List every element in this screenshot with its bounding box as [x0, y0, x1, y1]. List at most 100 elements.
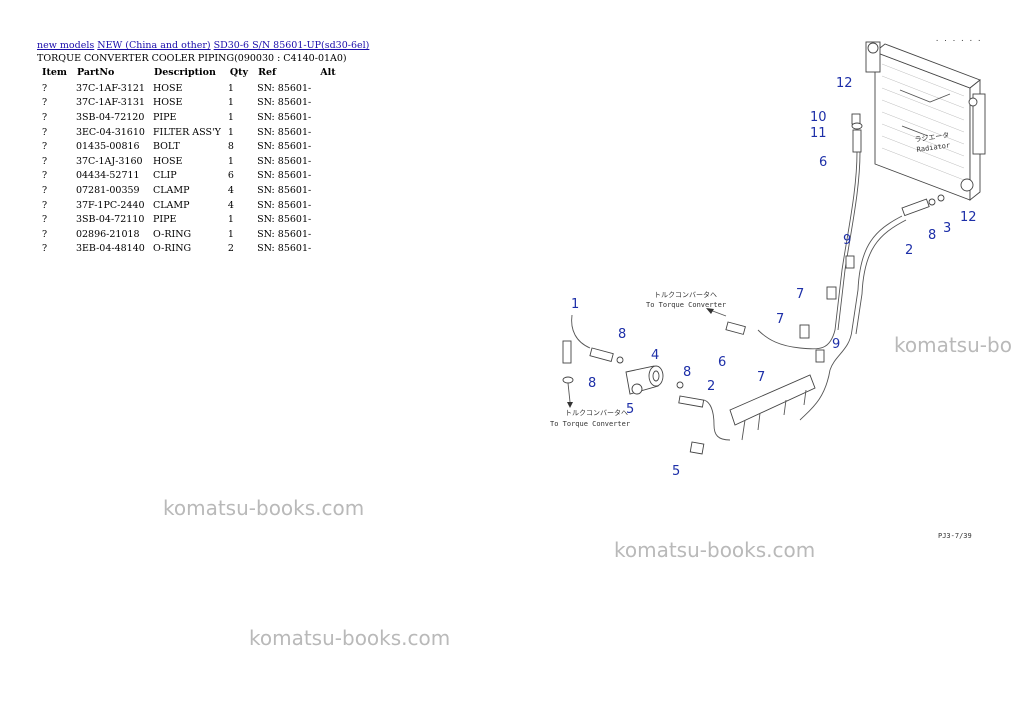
cell-partno: 3EB-04-48140	[75, 243, 145, 255]
header-item: Item	[42, 67, 67, 78]
cell-description: HOSE	[152, 97, 183, 109]
cell-description: O-RING	[152, 228, 192, 240]
pipe-2-fitting	[901, 198, 930, 217]
cell-item: ?	[42, 82, 48, 94]
cell-description: HOSE	[152, 155, 183, 167]
callout-12: 12	[836, 76, 853, 91]
cell-item: ?	[42, 141, 48, 153]
cell-description: PIPE	[152, 214, 177, 226]
header-alt: Alt	[320, 67, 336, 78]
cell-alt	[315, 242, 340, 257]
callout-7: 7	[757, 370, 765, 385]
callout-6: 6	[718, 355, 726, 370]
callout-8: 8	[588, 376, 596, 391]
clamp-7-mid	[799, 324, 810, 339]
callout-9: 9	[832, 337, 840, 352]
cell-alt	[315, 227, 340, 242]
cell-alt	[315, 81, 340, 96]
cell-ref: SN: 85601-	[257, 126, 312, 138]
cell-qty: 6	[227, 170, 234, 182]
breadcrumb-link-model[interactable]: SD30-6 S/N 85601-UP(sd30-6el)	[213, 40, 370, 51]
callout-7: 7	[776, 312, 784, 327]
callout-1: 1	[571, 297, 579, 312]
torque-converter-label-en-upper: To Torque Converter	[646, 301, 726, 309]
cell-description: PIPE	[152, 111, 177, 123]
cell-partno: 37C-1AJ-3160	[75, 155, 143, 167]
cell-qty: 4	[227, 199, 234, 211]
header-description: Description	[153, 67, 216, 78]
cell-alt	[315, 198, 340, 213]
clamp-7-upper	[826, 286, 837, 300]
cell-item: ?	[42, 199, 48, 211]
cell-ref: SN: 85601-	[257, 184, 312, 196]
breadcrumb-link-new-china[interactable]: NEW (China and other)	[97, 40, 211, 51]
cell-qty: 1	[227, 126, 234, 138]
cell-alt	[315, 154, 340, 169]
callout-12: 12	[960, 210, 977, 225]
callout-3: 3	[943, 221, 951, 236]
cell-partno: 3EC-04-31610	[75, 126, 145, 138]
cell-description: BOLT	[152, 141, 180, 153]
cell-qty: 1	[227, 228, 234, 240]
cell-partno: 04434-52711	[75, 170, 140, 182]
cell-item: ?	[42, 214, 48, 226]
pipe-2-lower	[678, 395, 705, 408]
watermark: komatsu-books.com	[163, 496, 365, 520]
callout-2: 2	[905, 243, 913, 258]
cell-ref: SN: 85601-	[257, 141, 312, 153]
cell-item: ?	[42, 97, 48, 109]
callout-8: 8	[618, 327, 626, 342]
cell-ref: SN: 85601-	[257, 170, 312, 182]
cell-ref: SN: 85601-	[257, 243, 312, 255]
table-header-row: Item PartNo Description Qty Ref Alt	[37, 66, 341, 81]
header-partno: PartNo	[76, 67, 115, 78]
cell-qty: 1	[227, 82, 234, 94]
hose-6-fitting-top	[852, 129, 862, 153]
cell-alt	[315, 125, 340, 140]
part-11-oring	[851, 122, 863, 130]
cell-partno: 3SB-04-72120	[75, 111, 145, 123]
clip-9-upper	[845, 255, 855, 269]
callout-6: 6	[819, 155, 827, 170]
cell-qty: 1	[227, 155, 234, 167]
cell-ref: SN: 85601-	[257, 97, 312, 109]
bolt-5-lower	[689, 441, 705, 455]
callout-9: 9	[843, 233, 851, 248]
cell-qty: 1	[227, 214, 234, 226]
callout-4: 4	[651, 348, 659, 363]
hose-6-line	[757, 151, 858, 350]
cell-ref: SN: 85601-	[257, 214, 312, 226]
cell-alt	[315, 183, 340, 198]
cell-item: ?	[42, 243, 48, 255]
torque-converter-label-jp-upper: トルクコンバータへ	[654, 290, 717, 299]
header-ref: Ref	[258, 67, 277, 78]
cell-qty: 2	[227, 243, 234, 255]
cell-qty: 4	[227, 184, 234, 196]
cell-alt	[315, 139, 340, 154]
clip-9-lower	[815, 349, 825, 363]
cell-description: CLAMP	[152, 199, 190, 211]
cell-partno: 07281-00359	[75, 184, 140, 196]
cell-alt	[315, 212, 340, 227]
cell-ref: SN: 85601-	[257, 111, 312, 123]
bracket-7-lower	[729, 374, 816, 426]
hose-6-fitting-bottom	[725, 321, 746, 335]
callout-8: 8	[683, 365, 691, 380]
bolt-5-upper	[631, 383, 643, 395]
page-title: TORQUE CONVERTER COOLER PIPING(090030 : …	[37, 53, 347, 64]
breadcrumb-link-new-models[interactable]: new models	[37, 40, 95, 51]
cell-ref: SN: 85601-	[257, 228, 312, 240]
figure-code: PJ3-7/39	[938, 532, 972, 540]
torque-converter-label-en-lower: To Torque Converter	[550, 420, 630, 428]
part-10-fitting	[851, 113, 861, 125]
callout-5: 5	[626, 402, 634, 417]
cell-partno: 01435-00816	[75, 141, 140, 153]
